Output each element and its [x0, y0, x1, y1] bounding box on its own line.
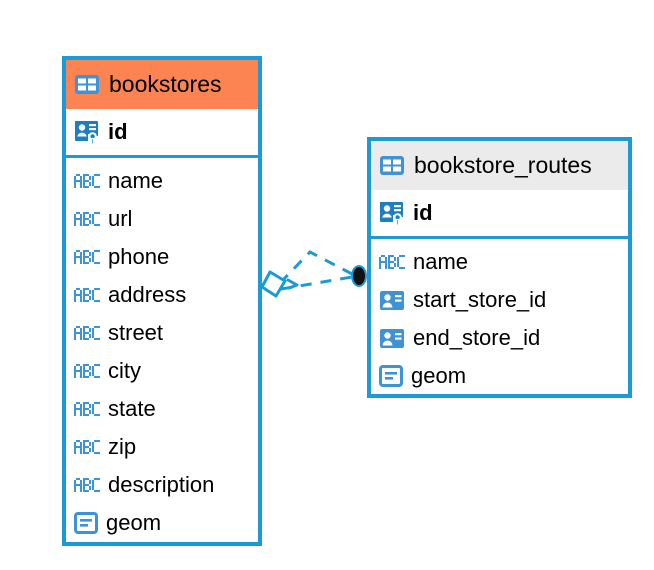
- abc-text-icon: [74, 250, 100, 264]
- entity-bookstore-routes[interactable]: bookstore_routes id: [367, 137, 632, 398]
- table-icon: [75, 75, 99, 94]
- field-label: geom: [106, 510, 162, 535]
- field-row-description[interactable]: description: [66, 466, 258, 504]
- field-label: geom: [411, 363, 467, 388]
- field-row-name[interactable]: name: [66, 162, 258, 200]
- abc-text-icon: [74, 174, 100, 188]
- field-list-bookstore-routes: name start_store_id: [371, 239, 628, 395]
- field-label: start_store_id: [413, 287, 547, 312]
- field-label: url: [108, 206, 133, 231]
- field-row-id[interactable]: id: [66, 109, 258, 155]
- field-label: zip: [108, 434, 137, 459]
- field-row-geom[interactable]: geom: [371, 357, 628, 395]
- relationship-line-lower: [280, 275, 353, 291]
- field-label: name: [413, 249, 469, 274]
- field-label: state: [108, 396, 156, 421]
- field-row-state[interactable]: state: [66, 390, 258, 428]
- field-label: street: [108, 320, 164, 345]
- primary-key-group: id: [371, 190, 628, 239]
- abc-text-icon: [74, 326, 100, 340]
- entity-title: bookstore_routes: [414, 152, 592, 178]
- filled-dot-marker: [351, 265, 367, 287]
- abc-text-icon: [74, 440, 100, 454]
- diamond-marker: [260, 270, 287, 298]
- relationship-line-upper: [278, 250, 353, 285]
- primary-key-group: id: [66, 109, 258, 158]
- primary-key-icon: [75, 121, 98, 145]
- foreign-key-icon: [380, 290, 404, 310]
- field-row-zip[interactable]: zip: [66, 428, 258, 466]
- abc-text-icon: [74, 402, 100, 416]
- field-label: city: [108, 358, 141, 383]
- entity-title: bookstores: [109, 71, 222, 97]
- field-label: id: [108, 119, 128, 144]
- primary-key-icon: [380, 202, 403, 226]
- abc-text-icon: [74, 478, 100, 492]
- field-label: id: [413, 200, 433, 225]
- abc-text-icon: [74, 288, 100, 302]
- field-row-address[interactable]: address: [66, 276, 258, 314]
- field-row-start-store-id[interactable]: start_store_id: [371, 281, 628, 319]
- geometry-icon: [379, 365, 403, 387]
- field-row-phone[interactable]: phone: [66, 238, 258, 276]
- field-list-bookstores: name url: [66, 158, 258, 542]
- field-label: end_store_id: [413, 325, 541, 350]
- entity-header-bookstore-routes[interactable]: bookstore_routes: [371, 141, 628, 190]
- table-icon: [380, 156, 404, 175]
- field-row-name[interactable]: name: [371, 243, 628, 281]
- field-row-street[interactable]: street: [66, 314, 258, 352]
- entity-header-bookstores[interactable]: bookstores: [66, 60, 258, 109]
- arrowhead-icon: [286, 278, 299, 290]
- field-row-end-store-id[interactable]: end_store_id: [371, 319, 628, 357]
- field-row-url[interactable]: url: [66, 200, 258, 238]
- abc-text-icon: [379, 255, 405, 269]
- abc-text-icon: [74, 212, 100, 226]
- abc-text-icon: [74, 364, 100, 378]
- field-label: description: [108, 472, 215, 497]
- entity-bookstores[interactable]: bookstores id: [62, 56, 262, 546]
- field-row-geom[interactable]: geom: [66, 504, 258, 542]
- field-label: phone: [108, 244, 170, 269]
- foreign-key-icon: [380, 328, 404, 348]
- field-row-id[interactable]: id: [371, 190, 628, 236]
- field-row-city[interactable]: city: [66, 352, 258, 390]
- geometry-icon: [74, 512, 98, 534]
- field-label: name: [108, 168, 164, 193]
- field-label: address: [108, 282, 187, 307]
